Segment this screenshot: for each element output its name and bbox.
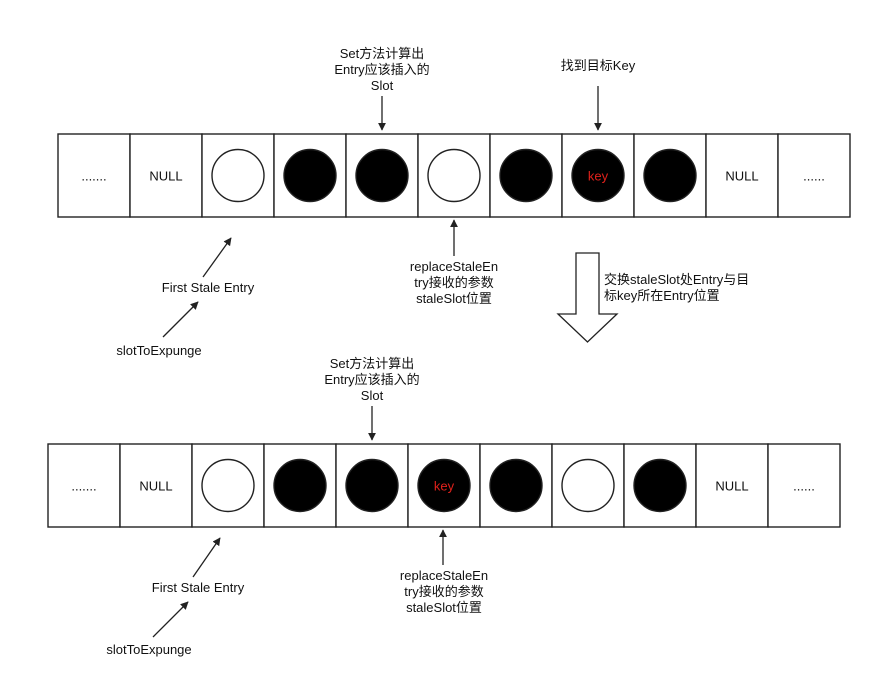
table-slot: NULL (129, 133, 203, 218)
first-stale-label-top: First Stale Entry (161, 280, 255, 295)
table-slot: NULL (695, 443, 769, 528)
first-stale-label-bottom: First Stale Entry (151, 580, 245, 595)
slot-cell-border (129, 133, 203, 218)
table-slot (273, 133, 347, 218)
valid-entry-filled-circle (643, 148, 697, 203)
stale-entry-empty-circle (211, 148, 265, 203)
set-slot-label-bottom-line2: Entry应该插入的 (324, 372, 420, 387)
table-slot (335, 443, 409, 528)
null-slot-label: NULL (725, 169, 758, 184)
set-slot-label-top-line3: Slot (370, 78, 394, 93)
swap-note-label: 交换staleSlot处Entry与目 标key所在Entry位置 (604, 272, 784, 304)
arrow-first-stale-bottom (192, 537, 221, 578)
key-entry-label: key (588, 169, 609, 184)
set-slot-label-bottom: Set方法计算出 Entry应该插入的 Slot (312, 356, 432, 404)
replace-param-label-bottom: replaceStaleEn try接收的参数 staleSlot位置 (384, 568, 504, 616)
slot-cell-border (695, 443, 769, 528)
hash-table-before-swap: ....... NULL key NULL...... (57, 133, 851, 218)
slot-to-expunge-label-bottom: slotToExpunge (106, 642, 192, 657)
table-slot: key (407, 443, 481, 528)
replace-param-bottom-line1: replaceStaleEn (399, 568, 489, 583)
valid-entry-filled-circle (633, 458, 687, 513)
null-slot-label: NULL (149, 169, 182, 184)
ellipsis-slot-label: ....... (71, 479, 96, 494)
stale-entry-empty-circle (201, 458, 255, 513)
ellipsis-slot-label: ...... (803, 169, 825, 184)
replace-param-bottom-line3: staleSlot位置 (406, 600, 482, 615)
set-slot-label-top-line1: Set方法计算出 (339, 46, 425, 61)
table-slot (479, 443, 553, 528)
ellipsis-slot-label: ....... (81, 169, 106, 184)
table-slot (191, 443, 265, 528)
key-entry-circle (417, 458, 471, 513)
swap-note-line1: 交换staleSlot处Entry与目 (604, 272, 750, 287)
slot-cell-border (119, 443, 193, 528)
swap-note-line2: 标key所在Entry位置 (604, 288, 720, 303)
key-entry-label: key (434, 479, 455, 494)
slot-cell-border (777, 133, 851, 218)
null-slot-label: NULL (715, 479, 748, 494)
set-slot-label-bottom-line1: Set方法计算出 (329, 356, 415, 371)
valid-entry-filled-circle (273, 458, 327, 513)
slot-to-expunge-label-top: slotToExpunge (116, 343, 202, 358)
table-slot: key (561, 133, 635, 218)
set-slot-label-top: Set方法计算出 Entry应该插入的 Slot (322, 46, 442, 94)
table-slot (551, 443, 625, 528)
slot-cell-border (705, 133, 779, 218)
replace-param-top-line2: try接收的参数 (414, 275, 494, 290)
replace-param-top-line3: staleSlot位置 (416, 291, 492, 306)
valid-entry-filled-circle (283, 148, 337, 203)
valid-entry-filled-circle (489, 458, 543, 513)
slot-cell-border (57, 133, 131, 218)
find-key-label: 找到目标Key (560, 58, 636, 73)
table-slot: ...... (777, 133, 851, 218)
table-slot: NULL (705, 133, 779, 218)
arrow-slot-to-expunge-top (162, 301, 199, 338)
set-slot-label-bottom-line3: Slot (360, 388, 384, 403)
replace-param-bottom-line2: try接收的参数 (404, 584, 484, 599)
key-entry-circle (571, 148, 625, 203)
table-slot (263, 443, 337, 528)
table-slot: ....... (47, 443, 121, 528)
table-slot: ...... (767, 443, 841, 528)
table-slot (345, 133, 419, 218)
slot-cell-border (767, 443, 841, 528)
replace-param-top-line1: replaceStaleEn (409, 259, 499, 274)
table-slot (201, 133, 275, 218)
table-slot (623, 443, 697, 528)
table-slot (417, 133, 491, 218)
stale-entry-empty-circle (427, 148, 481, 203)
slot-cell-border (47, 443, 121, 528)
stale-entry-empty-circle (561, 458, 615, 513)
table-slot (633, 133, 707, 218)
valid-entry-filled-circle (345, 458, 399, 513)
table-slot: NULL (119, 443, 193, 528)
swap-down-arrow (556, 252, 619, 343)
valid-entry-filled-circle (355, 148, 409, 203)
ellipsis-slot-label: ...... (793, 479, 815, 494)
table-slot: ....... (57, 133, 131, 218)
null-slot-label: NULL (139, 479, 172, 494)
arrow-first-stale-top (202, 237, 232, 278)
replace-param-label-top: replaceStaleEn try接收的参数 staleSlot位置 (394, 259, 514, 307)
arrow-slot-to-expunge-bottom (152, 601, 189, 638)
valid-entry-filled-circle (499, 148, 553, 203)
hash-table-after-swap: ....... NULL key NULL...... (47, 443, 841, 528)
set-slot-label-top-line2: Entry应该插入的 (334, 62, 430, 77)
table-slot (489, 133, 563, 218)
